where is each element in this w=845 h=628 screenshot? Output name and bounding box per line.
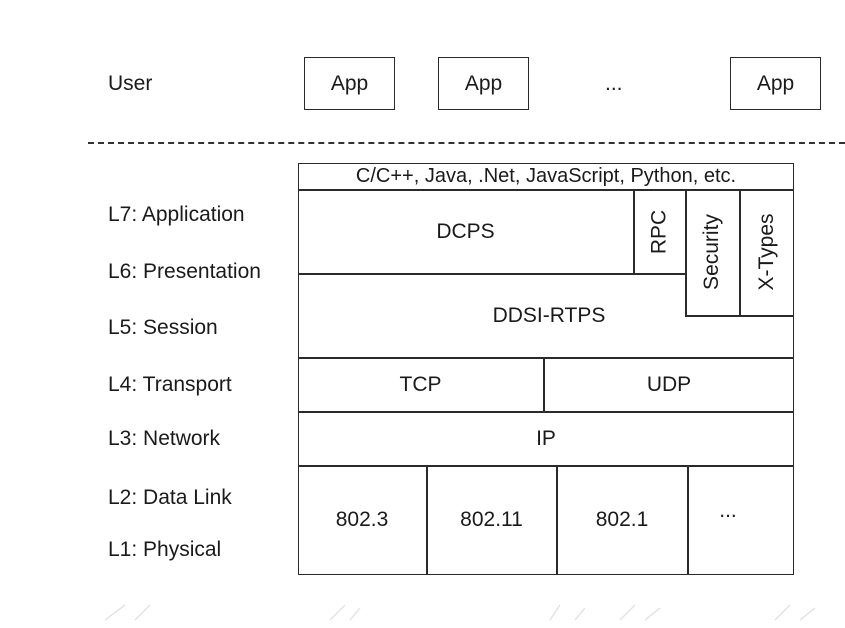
link-8023: 802.3 xyxy=(335,508,389,531)
ip-block: IP xyxy=(536,426,556,450)
line-under-ip xyxy=(298,465,794,467)
app-box-1: App xyxy=(304,57,395,110)
line-link-2 xyxy=(556,465,558,575)
link-more: ... xyxy=(719,499,737,522)
line-tcp-udp xyxy=(543,357,545,412)
dcps-block: DCPS xyxy=(436,220,495,243)
languages-bar: C/C++, Java, .Net, JavaScript, Python, e… xyxy=(355,165,737,187)
line-link-1 xyxy=(426,465,428,575)
user-divider xyxy=(88,142,845,144)
protocol-stack xyxy=(298,163,794,575)
line-under-transport xyxy=(298,411,794,413)
line-dcps-rpc xyxy=(633,189,635,274)
layer-label-l3: L3: Network xyxy=(108,427,221,450)
rpc-label: RPC xyxy=(647,209,671,255)
app-box-2: App xyxy=(438,57,529,110)
tcp-block: TCP xyxy=(399,372,442,396)
user-label: User xyxy=(108,72,153,95)
layer-label-l6: L6: Presentation xyxy=(108,260,261,283)
rpc-block: RPC xyxy=(634,190,685,274)
link-80211: 802.11 xyxy=(460,508,523,531)
line-security-xtypes xyxy=(739,189,741,316)
line-rpc-security xyxy=(685,189,687,316)
app-box-3: App xyxy=(730,57,821,110)
line-under-languages xyxy=(298,189,794,191)
layer-label-l5: L5: Session xyxy=(108,316,218,339)
layer-label-l2: L2: Data Link xyxy=(108,486,232,509)
app-ellipsis: ... xyxy=(605,72,623,95)
line-under-ddsi xyxy=(298,357,794,359)
layer-label-l1: L1: Physical xyxy=(108,538,222,561)
ddsi-rtps-block: DDSI-RTPS xyxy=(492,304,606,327)
link-8021: 802.1 xyxy=(595,508,649,531)
line-link-3 xyxy=(687,465,689,575)
udp-block: UDP xyxy=(646,372,692,396)
layer-label-l7: L7: Application xyxy=(108,203,245,226)
layer-label-l4: L4: Transport xyxy=(108,373,232,396)
line-under-dcps xyxy=(298,273,685,275)
bottom-watermark xyxy=(0,600,845,623)
